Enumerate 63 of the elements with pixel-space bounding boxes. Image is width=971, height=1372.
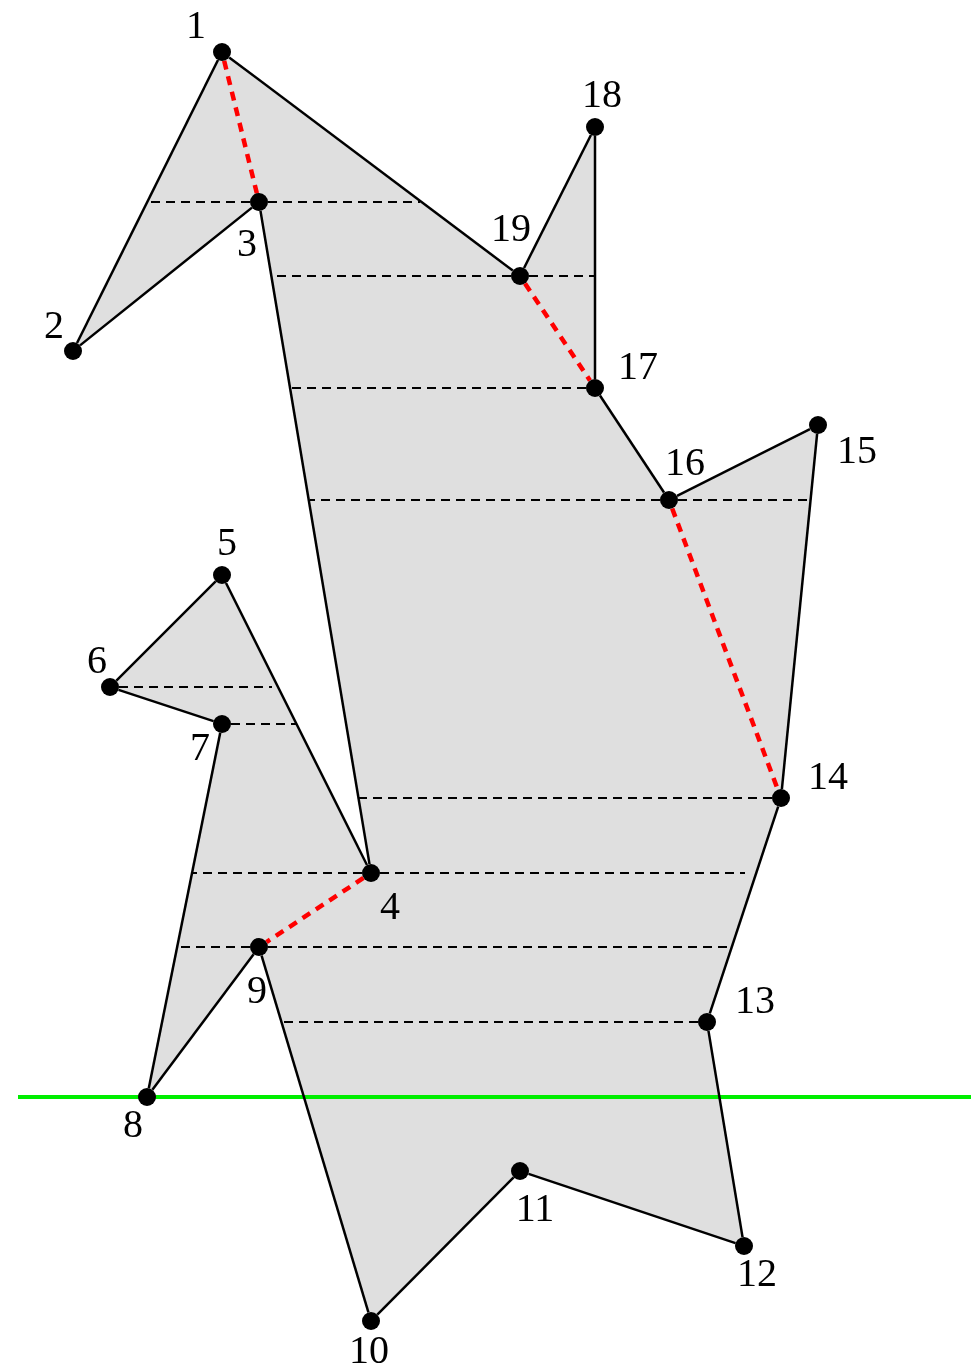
dashed-line	[379, 872, 746, 874]
vertex-number: 13	[735, 980, 775, 1020]
vertex-dot	[586, 118, 604, 136]
polygon-edge	[79, 206, 253, 347]
polygon-edge	[147, 732, 222, 1089]
vertex-number: 10	[349, 1330, 389, 1370]
dashed-line	[283, 1021, 699, 1023]
vertex-number: 19	[491, 208, 531, 248]
polygon-edge	[780, 433, 819, 790]
vertex-number: 9	[247, 970, 267, 1010]
dashed-line	[357, 797, 773, 799]
vertex-dot	[735, 1237, 753, 1255]
vertex-number: 16	[665, 442, 705, 482]
vertex-number: 6	[87, 640, 107, 680]
polygon-edge	[224, 582, 369, 866]
dashed-line	[289, 387, 587, 389]
vertex-dot	[213, 43, 231, 61]
vertex-number: 1	[186, 5, 206, 45]
polygon-edge	[228, 56, 514, 272]
polygon-edge	[593, 136, 597, 379]
dashed-line	[192, 872, 363, 874]
vertex-number: 4	[380, 886, 400, 926]
vertex-number: 12	[737, 1253, 777, 1293]
vertex-dot	[772, 789, 790, 807]
polygon-edge	[598, 394, 666, 494]
vertex-number: 8	[123, 1104, 143, 1144]
dashed-line	[309, 499, 661, 501]
vertex-dot	[362, 1312, 380, 1330]
vertex-number: 7	[190, 727, 210, 767]
polygon-edge	[707, 1030, 744, 1238]
dashed-line	[528, 275, 596, 277]
vertex-dot	[64, 342, 82, 360]
polygon-edge	[260, 955, 370, 1313]
dashed-line	[230, 723, 298, 725]
vertex-number: 11	[515, 1188, 555, 1228]
polygon-edge	[522, 134, 593, 269]
vertex-dot	[698, 1013, 716, 1031]
polygon-edge	[118, 688, 214, 723]
polygon-edge	[75, 59, 220, 344]
dashed-line	[118, 686, 273, 688]
dashed-line	[267, 201, 421, 203]
vertex-number: 5	[217, 522, 237, 562]
dashed-diagonal	[523, 282, 592, 382]
vertex-number: 3	[237, 223, 257, 263]
vertex-number: 17	[618, 346, 658, 386]
polygon-edge	[151, 953, 255, 1091]
vertex-number: 18	[582, 74, 622, 114]
vertex-number: 15	[837, 430, 877, 470]
vertex-dot	[213, 566, 231, 584]
vertex-number: 2	[44, 305, 64, 345]
vertex-number: 14	[808, 756, 848, 796]
vertex-dot	[101, 678, 119, 696]
polygon-edge	[708, 806, 780, 1014]
vertex-dot	[138, 1088, 156, 1106]
polygon-edge	[259, 210, 371, 865]
polygon-edge	[528, 1172, 736, 1245]
polygon-edge	[676, 427, 811, 498]
vertex-dot	[809, 416, 827, 434]
polygon-edge	[376, 1176, 515, 1316]
vertex-dot	[586, 379, 604, 397]
dashed-diagonal	[221, 60, 260, 194]
polygon-edge	[115, 580, 217, 682]
dashed-diagonal	[265, 876, 365, 944]
